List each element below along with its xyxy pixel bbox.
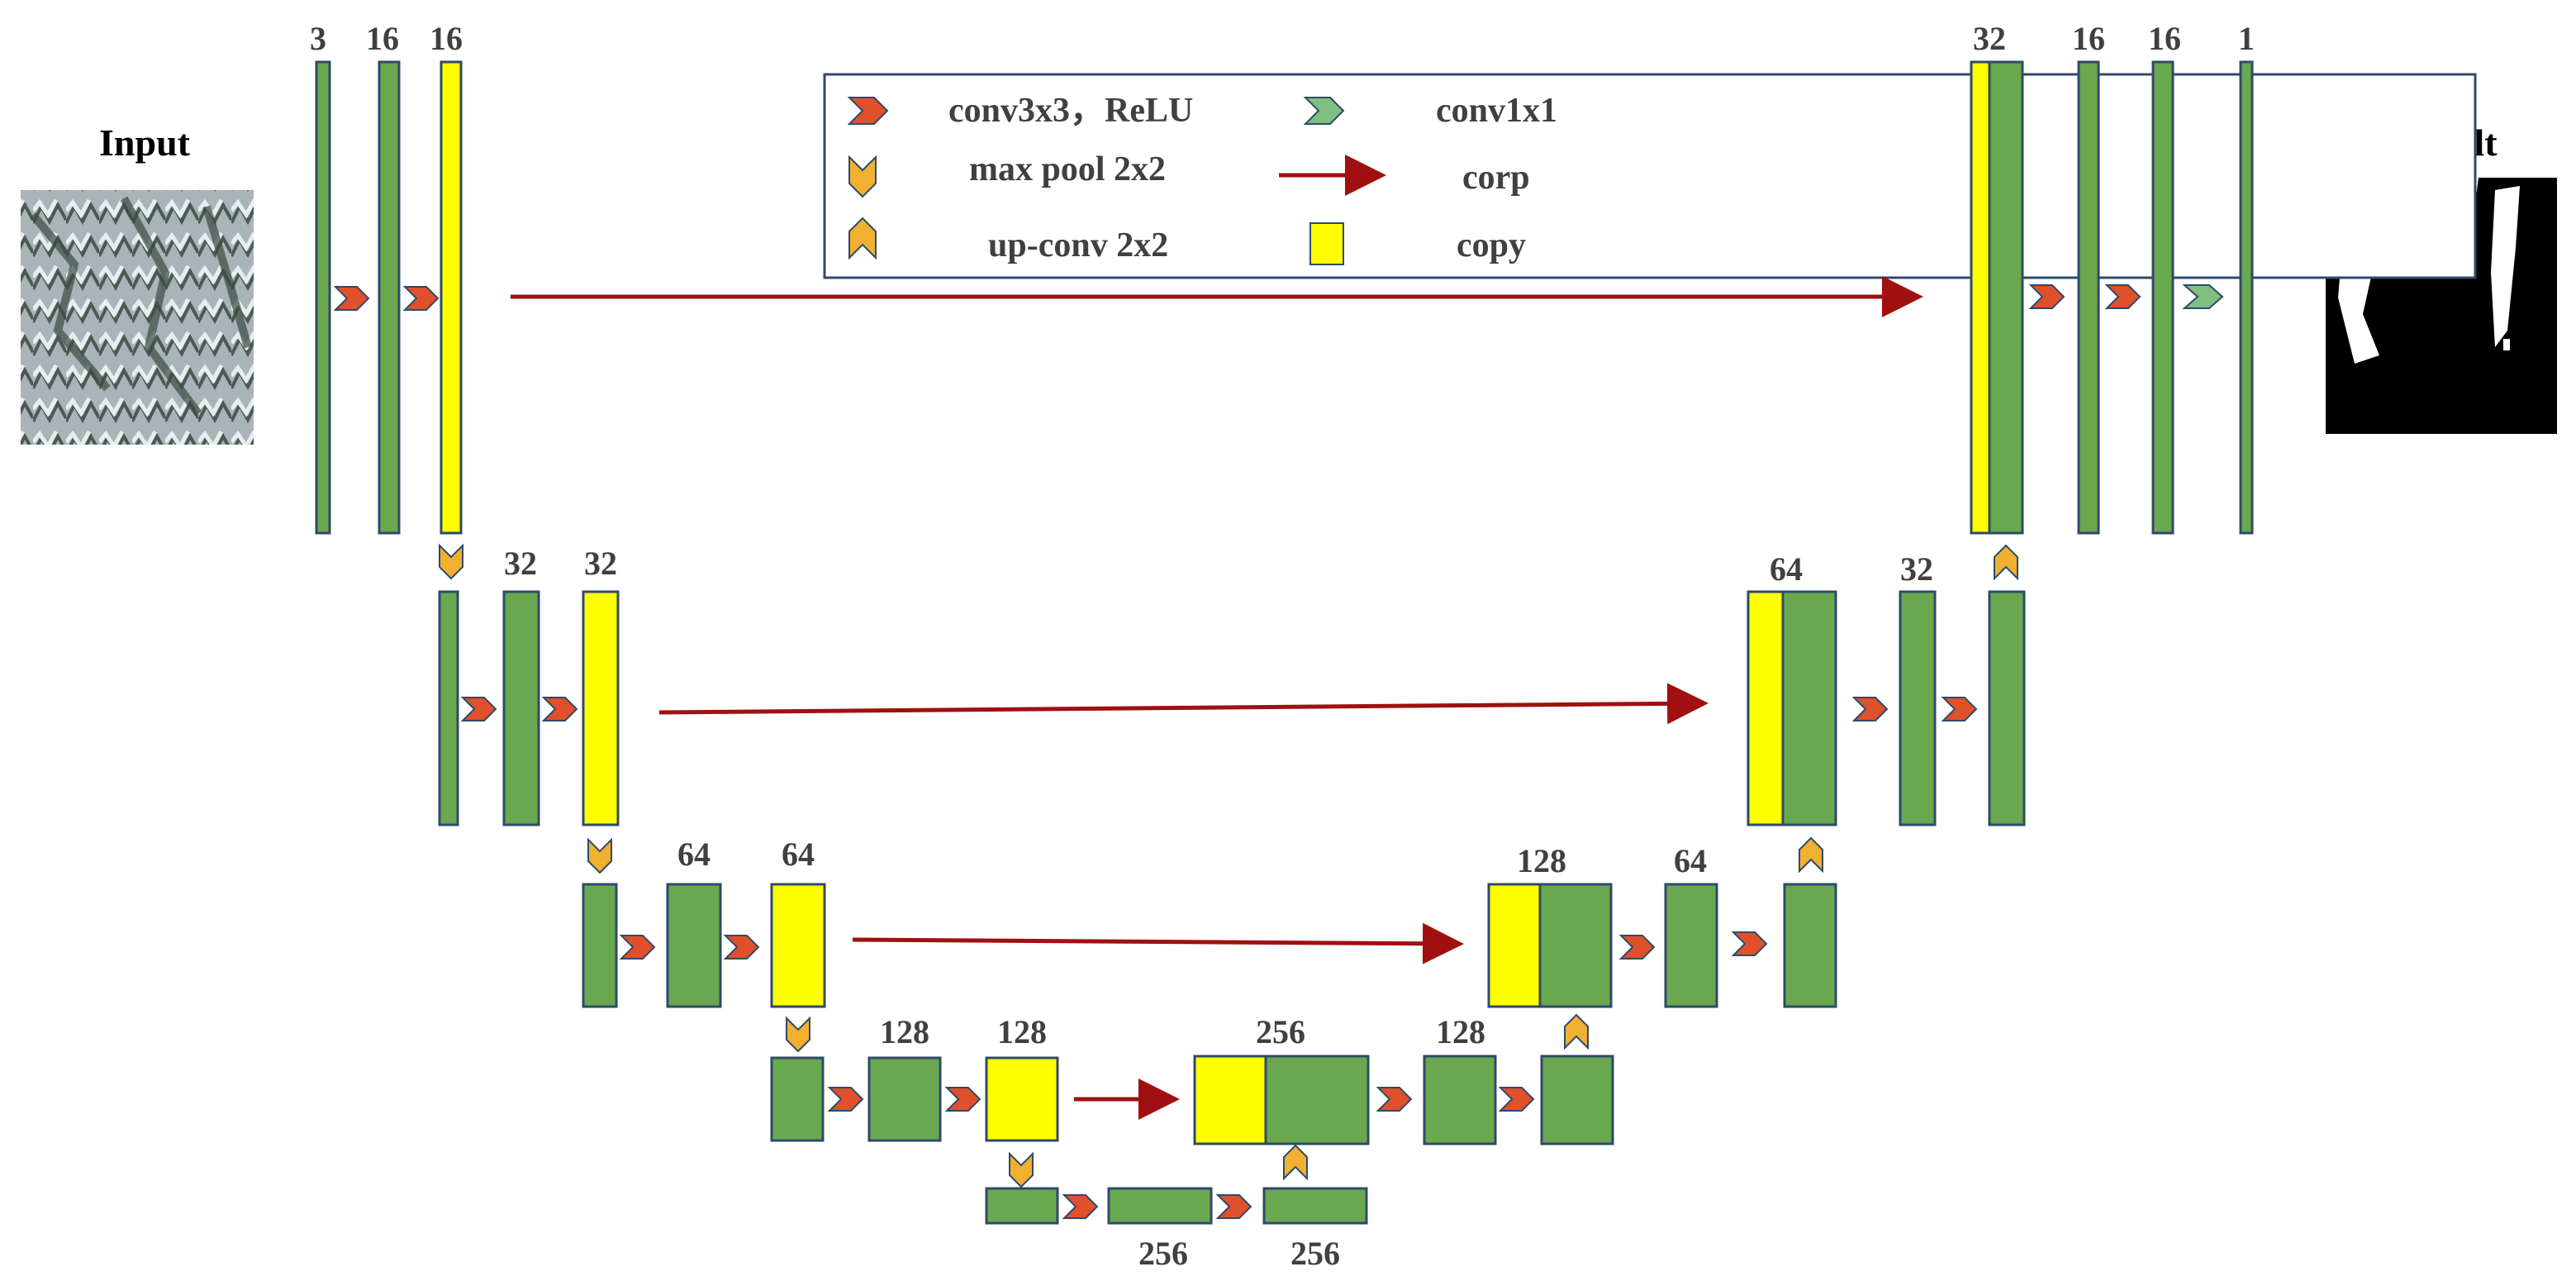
feature-map-enc2-a (438, 590, 459, 826)
conv3x3-arrow-icon (827, 1087, 864, 1112)
feature-map-enc4-a (770, 1056, 825, 1142)
channel-label: 16 (2072, 20, 2105, 57)
feature-map-bottleneck-b (1107, 1187, 1213, 1225)
corp-arrow-level2 (658, 683, 1709, 725)
feature-map-dec2-b (1899, 590, 1937, 826)
input-label: Input (99, 121, 191, 164)
copy-map-dec2 (1747, 590, 1785, 826)
conv3x3-arrow-icon (1376, 1087, 1413, 1112)
feature-map-enc3-b (666, 883, 722, 1008)
legend: conv3x3，ReLU conv1x1 max pool 2x2 corp u… (823, 73, 2477, 279)
feature-map-enc2-b (502, 590, 540, 826)
channel-label: 256 (1256, 1013, 1305, 1050)
feature-map-enc1-a (315, 60, 331, 535)
conv3x3-arrow-icon (541, 697, 578, 721)
conv1x1-legend-icon (1303, 97, 1345, 125)
feature-map-bottleneck-c (1262, 1187, 1368, 1225)
feature-map-enc1-b (378, 60, 401, 535)
feature-map-dec2-c (1988, 590, 2026, 826)
conv3x3-arrow-icon (723, 935, 760, 960)
conv3x3-arrow-icon (402, 286, 440, 311)
max-pool-arrow-icon (1009, 1151, 1034, 1188)
legend-conv3x3-label: conv3x3，ReLU (948, 92, 1193, 130)
conv3x3-arrow-icon (2028, 284, 2065, 309)
input-satellite-image (21, 190, 254, 445)
feature-map-dec1-a (1988, 60, 2024, 535)
max-pool-arrow-icon (786, 1016, 810, 1053)
feature-map-bottleneck-a (985, 1187, 1059, 1225)
up-conv-arrow-icon (1994, 544, 2018, 581)
channel-label: 32 (504, 545, 537, 582)
up-conv-arrow-icon (1799, 836, 1823, 874)
conv1x1-arrow-icon (2182, 284, 2224, 309)
legend-max-pool-label: max pool 2x2 (969, 150, 1166, 188)
legend-up-conv-label: up-conv 2x2 (988, 226, 1168, 264)
conv3x3-arrow-icon (944, 1087, 981, 1112)
conv3x3-arrow-icon (1498, 1087, 1535, 1112)
feature-map-enc1-c (440, 60, 463, 535)
feature-map-dec3-a (1538, 883, 1613, 1008)
feature-map-dec1-output (2239, 60, 2254, 535)
channel-label: 64 (1674, 842, 1707, 879)
conv3x3-arrow-icon (1941, 697, 1978, 721)
copy-map-dec3 (1487, 883, 1542, 1008)
channel-label: 32 (584, 545, 617, 582)
channel-label: 64 (1770, 550, 1803, 588)
conv3x3-arrow-icon (1062, 1194, 1099, 1219)
conv3x3-arrow-icon (2104, 284, 2141, 309)
feature-map-dec4-a (1264, 1055, 1370, 1145)
conv3x3-arrow-icon (460, 697, 497, 721)
conv3x3-arrow-icon (619, 935, 656, 960)
channel-label: 64 (782, 836, 815, 873)
conv3x3-arrow-icon (1618, 935, 1656, 960)
up-conv-legend-icon (848, 217, 877, 260)
up-conv-arrow-icon (1283, 1144, 1308, 1181)
copy-map-dec1 (1970, 60, 1991, 535)
feature-map-enc3-c (770, 883, 826, 1008)
legend-copy-label: copy (1457, 226, 1526, 264)
channel-label: 128 (1436, 1013, 1485, 1050)
channel-label: 256 (1290, 1235, 1340, 1272)
max-pool-arrow-icon (587, 837, 612, 874)
conv3x3-arrow-icon (1851, 697, 1889, 721)
max-pool-legend-icon (848, 155, 877, 198)
channel-label: 16 (2148, 20, 2181, 57)
feature-map-dec1-b (2077, 60, 2100, 535)
channel-label: 256 (1138, 1235, 1188, 1272)
channel-label: 128 (997, 1013, 1047, 1050)
up-conv-arrow-icon (1564, 1013, 1589, 1050)
feature-map-dec4-c (1540, 1055, 1614, 1145)
channel-label: 3 (310, 20, 326, 57)
conv3x3-arrow-icon (1215, 1194, 1252, 1219)
legend-conv1x1-label: conv1x1 (1436, 92, 1557, 130)
feature-map-enc3-a (582, 883, 618, 1008)
channel-label: 32 (1973, 20, 2006, 57)
feature-map-dec4-b (1423, 1055, 1497, 1145)
channel-label: 64 (677, 836, 711, 873)
feature-map-dec2-a (1781, 590, 1837, 826)
feature-map-enc4-c (985, 1056, 1059, 1142)
legend-corp-label: corp (1462, 159, 1530, 197)
conv3x3-arrow-icon (333, 286, 370, 311)
corp-arrow-level3 (852, 922, 1464, 964)
feature-map-dec3-c (1783, 883, 1837, 1008)
copy-map-dec4 (1193, 1055, 1267, 1145)
feature-map-dec1-c (2151, 60, 2174, 535)
channel-label: 128 (1517, 842, 1566, 879)
channel-label: 32 (1900, 550, 1933, 588)
channel-label: 1 (2238, 20, 2255, 57)
feature-map-enc4-b (867, 1056, 942, 1142)
max-pool-arrow-icon (439, 543, 463, 580)
copy-legend-icon (1309, 222, 1344, 265)
channel-label: 128 (880, 1013, 929, 1050)
feature-map-dec3-b (1664, 883, 1718, 1008)
feature-map-enc2-c (582, 590, 620, 826)
conv3x3-arrow-icon (1731, 931, 1768, 956)
channel-label: 16 (366, 20, 399, 57)
channel-label: 16 (430, 20, 463, 57)
conv3x3-legend-icon (847, 97, 889, 125)
